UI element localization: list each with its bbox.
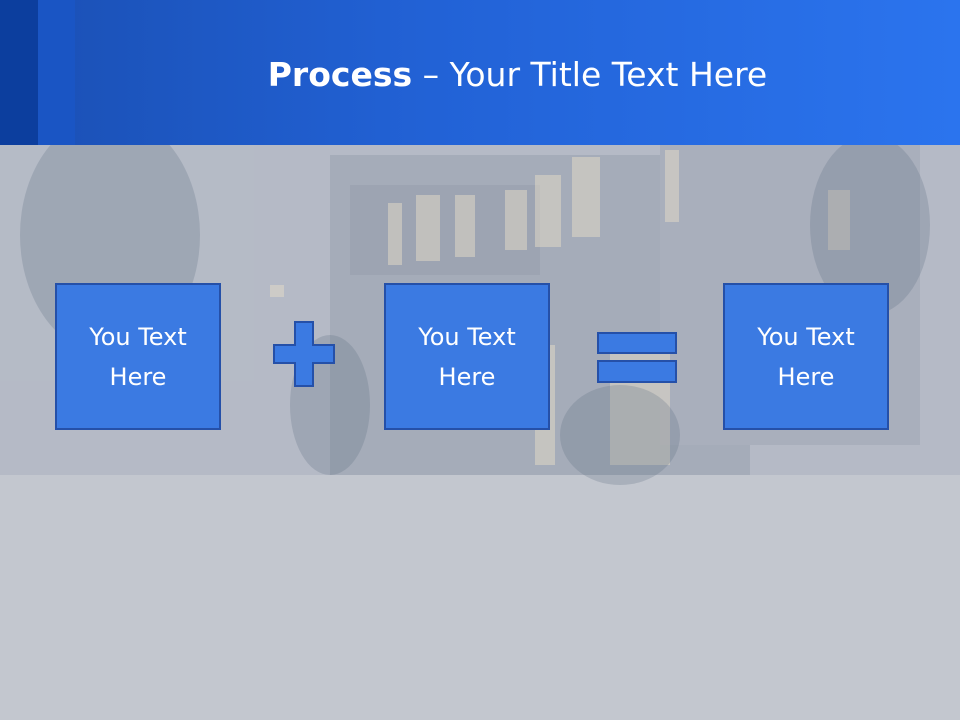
title-rest: – Your Title Text Here (412, 55, 768, 94)
process-box-2: You Text Here (384, 283, 550, 430)
slide-title: Process – Your Title Text Here (75, 54, 960, 96)
header-band: Process – Your Title Text Here (0, 0, 960, 145)
process-box-text: You Text Here (757, 322, 855, 391)
process-box-text: You Text Here (418, 322, 516, 391)
header-accent-stripe (38, 0, 75, 145)
process-box-1: You Text Here (55, 283, 221, 430)
process-box-text: You Text Here (89, 322, 187, 391)
process-box-3: You Text Here (723, 283, 889, 430)
house-photo-background (0, 145, 960, 720)
equals-icon (597, 332, 677, 383)
header-accent-stripe (0, 0, 38, 145)
plus-icon (273, 321, 335, 387)
title-bold: Process (267, 55, 413, 94)
